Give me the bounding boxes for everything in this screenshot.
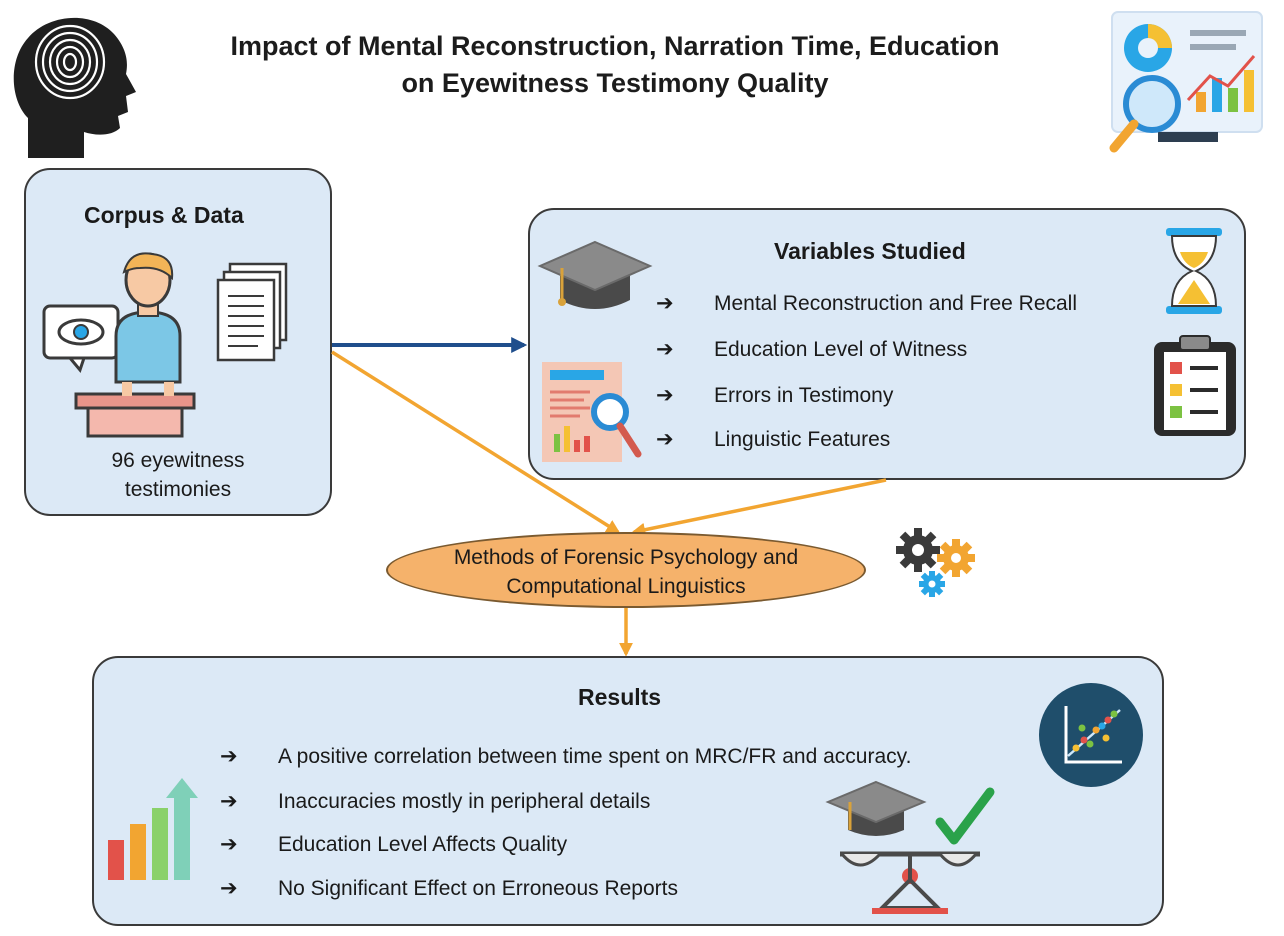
bullet-arrow: ➔	[220, 877, 238, 900]
result-item: ➔ Inaccuracies mostly in peripheral detai…	[220, 789, 650, 814]
title-line-2: on Eyewitness Testimony Quality	[401, 68, 829, 98]
result-item: ➔ No Significant Effect on Erroneous Repo…	[220, 876, 678, 901]
hourglass-icon	[1166, 228, 1222, 314]
results-title: Results	[578, 684, 662, 710]
bullet-arrow: ➔	[220, 833, 238, 856]
graduation-cap-icon	[537, 240, 653, 309]
corpus-title: Corpus & Data	[84, 202, 244, 228]
variable-item-label: Mental Reconstruction and Free Recall	[714, 292, 1078, 315]
bullet-arrow: ➔	[220, 745, 238, 768]
variable-item: ➔ Education Level of Witness	[656, 337, 967, 362]
methods-line-1: Methods of Forensic Psychology and	[453, 546, 799, 569]
corpus-caption-line-2: testimonies	[124, 478, 232, 501]
corpus-caption: 96 eyewitness testimonies	[26, 446, 330, 504]
bullet-arrow: ➔	[656, 384, 674, 407]
variable-item: ➔ Mental Reconstruction and Free Recall	[656, 291, 1077, 316]
bar-growth-icon	[108, 778, 198, 880]
report-magnifier-icon	[542, 362, 642, 462]
variables-panel: Variables Studied ➔ Mental Reconstruction…	[528, 208, 1246, 480]
result-item-label: No Significant Effect on Erroneous Repor…	[278, 877, 678, 900]
bullet-arrow: ➔	[220, 790, 238, 813]
variable-item: ➔ Errors in Testimony	[656, 383, 893, 408]
result-item-label: Inaccuracies mostly in peripheral detail…	[278, 790, 651, 813]
variable-item-label: Education Level of Witness	[714, 338, 968, 361]
results-panel: Results ➔ A positive correlation between …	[92, 656, 1164, 926]
variable-item-label: Linguistic Features	[714, 428, 891, 451]
bullet-arrow: ➔	[656, 292, 674, 315]
head-fingerprint-icon	[13, 17, 137, 158]
arrow-corpus-to-methods	[331, 350, 621, 534]
bullet-arrow: ➔	[656, 428, 674, 451]
arrow-variables-to-methods	[631, 478, 887, 537]
result-item-label: A positive correlation between time spen…	[278, 745, 912, 768]
result-item: ➔ Education Level Affects Quality	[220, 832, 567, 857]
result-item-label: Education Level Affects Quality	[278, 833, 568, 856]
witness-icon	[42, 252, 196, 438]
methods-node: Methods of Forensic Psychology and Compu…	[386, 532, 866, 608]
variable-item-label: Errors in Testimony	[714, 384, 894, 407]
result-item: ➔ A positive correlation between time spe…	[220, 744, 911, 769]
gears-icon	[896, 528, 975, 597]
title-line-1: Impact of Mental Reconstruction, Narrati…	[230, 31, 1000, 61]
scale-check-icon	[825, 780, 995, 914]
clipboard-checklist-icon	[1154, 335, 1236, 436]
page-title: Impact of Mental Reconstruction, Narrati…	[150, 28, 1080, 102]
corpus-caption-line-1: 96 eyewitness	[111, 449, 245, 472]
variable-item: ➔ Linguistic Features	[656, 427, 890, 452]
methods-line-2: Computational Linguistics	[506, 575, 746, 598]
variables-title: Variables Studied	[774, 238, 966, 264]
report-magnifier-icon	[1109, 11, 1263, 153]
scatter-plot-icon	[1039, 683, 1143, 787]
bullet-arrow: ➔	[656, 338, 674, 361]
documents-icon	[216, 262, 288, 362]
